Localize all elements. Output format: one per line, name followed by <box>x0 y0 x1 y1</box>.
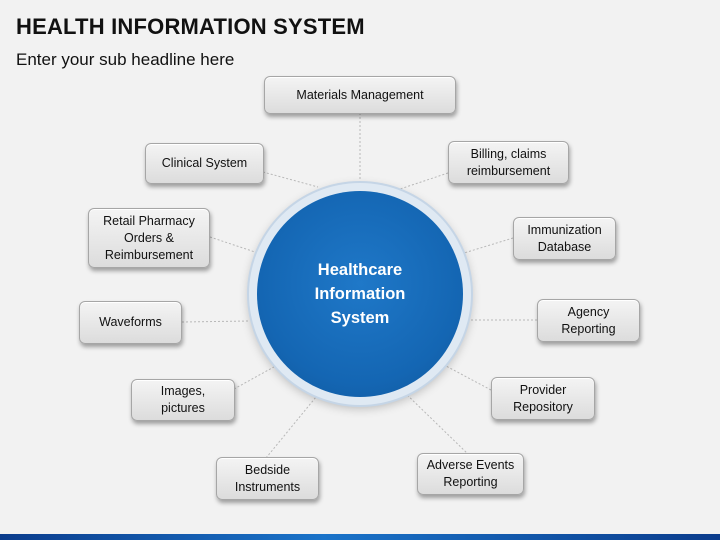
connector-billing-claims <box>399 172 449 190</box>
connector-clinical-system <box>262 171 319 188</box>
node-billing-claims[interactable]: Billing, claims reimbursement <box>448 141 569 184</box>
node-images-pictures[interactable]: Images, pictures <box>131 379 235 421</box>
node-clinical-system[interactable]: Clinical System <box>145 143 264 184</box>
node-immunization-database[interactable]: Immunization Database <box>513 217 616 260</box>
page-title: HEALTH INFORMATION SYSTEM <box>16 14 365 39</box>
page-subtitle: Enter your sub headline here <box>16 50 235 69</box>
connector-adverse-events <box>401 389 470 456</box>
central-hub-label: Healthcare Information System <box>314 261 406 327</box>
bottom-accent-bar <box>0 534 720 540</box>
node-bedside-instruments[interactable]: Bedside Instruments <box>216 457 319 500</box>
connector-retail-pharmacy <box>209 236 256 253</box>
connector-images-pictures <box>233 362 282 390</box>
node-waveforms[interactable]: Waveforms <box>79 301 182 344</box>
node-agency-reporting[interactable]: Agency Reporting <box>537 299 640 342</box>
connector-immunization-database <box>463 237 514 254</box>
central-hub-circle: Healthcare Information System <box>249 183 471 405</box>
central-hub-inner: Healthcare Information System <box>257 191 463 397</box>
connector-bedside-instruments <box>265 396 317 459</box>
node-provider-repository[interactable]: Provider Repository <box>491 377 595 420</box>
connector-provider-repository <box>445 365 492 391</box>
connector-waveforms <box>181 320 250 323</box>
node-retail-pharmacy[interactable]: Retail Pharmacy Orders & Reimbursement <box>88 208 210 268</box>
node-adverse-events[interactable]: Adverse Events Reporting <box>417 453 524 495</box>
node-materials-management[interactable]: Materials Management <box>264 76 456 114</box>
